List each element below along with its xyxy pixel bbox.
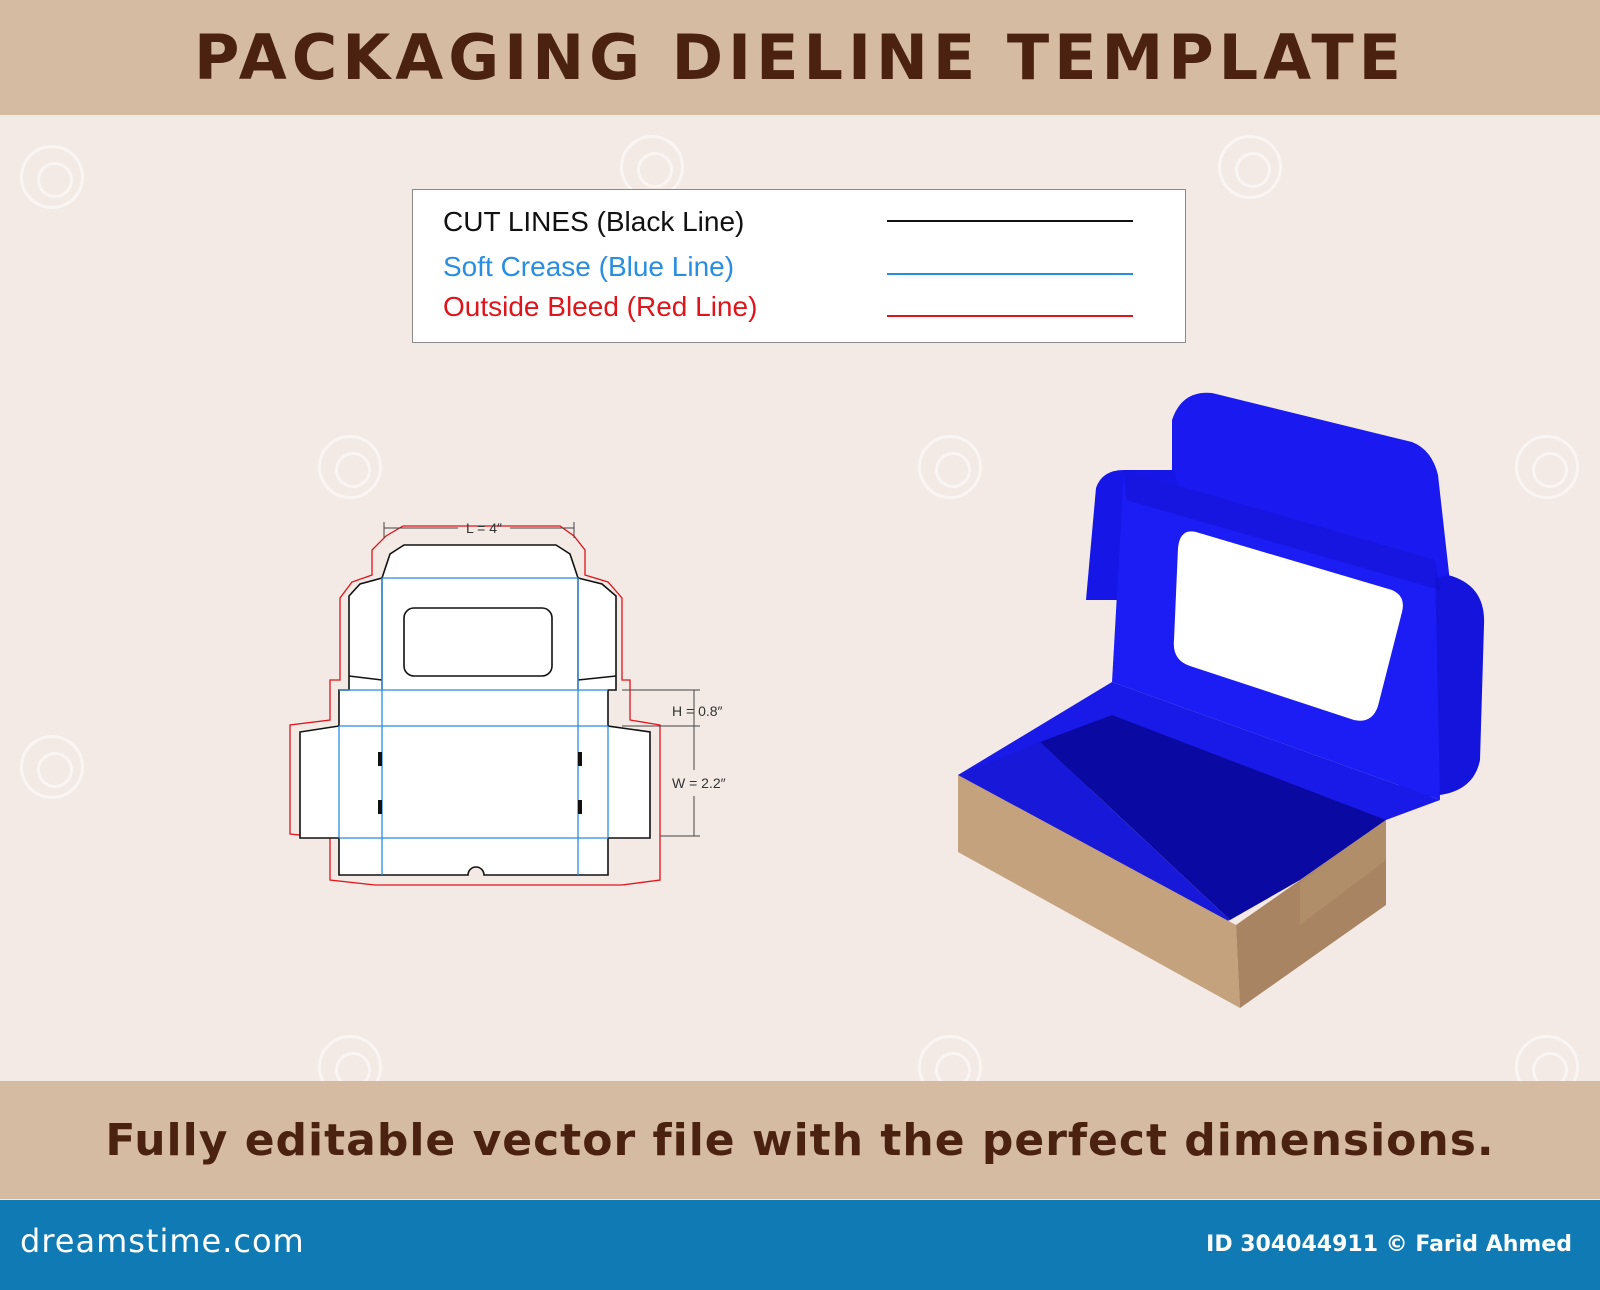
lid-inner-shade (1124, 470, 1440, 590)
dimension-length (383, 522, 575, 538)
watermark-spiral-icon (1218, 135, 1282, 199)
header-banner: PACKAGING DIELINE TEMPLATE (0, 0, 1600, 115)
dimension-height (622, 689, 700, 727)
tab-slots (378, 752, 582, 814)
source-bar: dreamstime.com ID 304044911 © Farid Ahme… (0, 1200, 1600, 1290)
page-title: PACKAGING DIELINE TEMPLATE (194, 21, 1406, 94)
lid-window (1173, 531, 1403, 721)
length-label: L = 4″ (466, 520, 502, 536)
brand-logo[interactable]: dreamstime.com (20, 1222, 305, 1260)
watermark-spiral-icon (918, 435, 982, 499)
watermark-spiral-icon (1515, 435, 1579, 499)
bleed-outline (289, 525, 661, 886)
cut-outline (299, 544, 651, 876)
footer-tagline: Fully editable vector file with the perf… (105, 1114, 1495, 1166)
box-front-wall (958, 775, 1240, 1008)
legend-outside-bleed-sample (887, 315, 1133, 317)
dieline-window (403, 607, 553, 677)
box-3d-illustration (958, 392, 1485, 1008)
width-label: W = 2.2″ (672, 775, 726, 791)
legend-soft-crease-sample (887, 273, 1133, 275)
artwork: L = 4″ H = 0.8″ W = 2.2″ (289, 392, 1485, 1008)
legend-outside-bleed-label: Outside Bleed (Red Line) (443, 291, 758, 322)
line-legend: CUT LINES (Black Line) Soft Crease (Blue… (412, 189, 1186, 343)
dieline-drawing: L = 4″ H = 0.8″ W = 2.2″ (289, 520, 726, 886)
crease-lines (338, 577, 609, 875)
watermark-spiral-icon (20, 145, 84, 209)
legend-soft-crease-label: Soft Crease (Blue Line) (443, 251, 735, 282)
image-credit: ID 304044911 © Farid Ahmed (1206, 1232, 1572, 1257)
watermark-spiral-icon (318, 435, 382, 499)
box-interior-floor (1040, 715, 1386, 920)
box-right-wall-highlight (1300, 820, 1386, 925)
legend-cut-line-sample (887, 220, 1133, 222)
legend-cut-lines-label: CUT LINES (Black Line) (443, 206, 745, 237)
dimension-width (660, 726, 700, 837)
height-label: H = 0.8″ (672, 703, 723, 719)
footer-banner: Fully editable vector file with the perf… (0, 1081, 1600, 1199)
watermark-spiral-icon (20, 735, 84, 799)
